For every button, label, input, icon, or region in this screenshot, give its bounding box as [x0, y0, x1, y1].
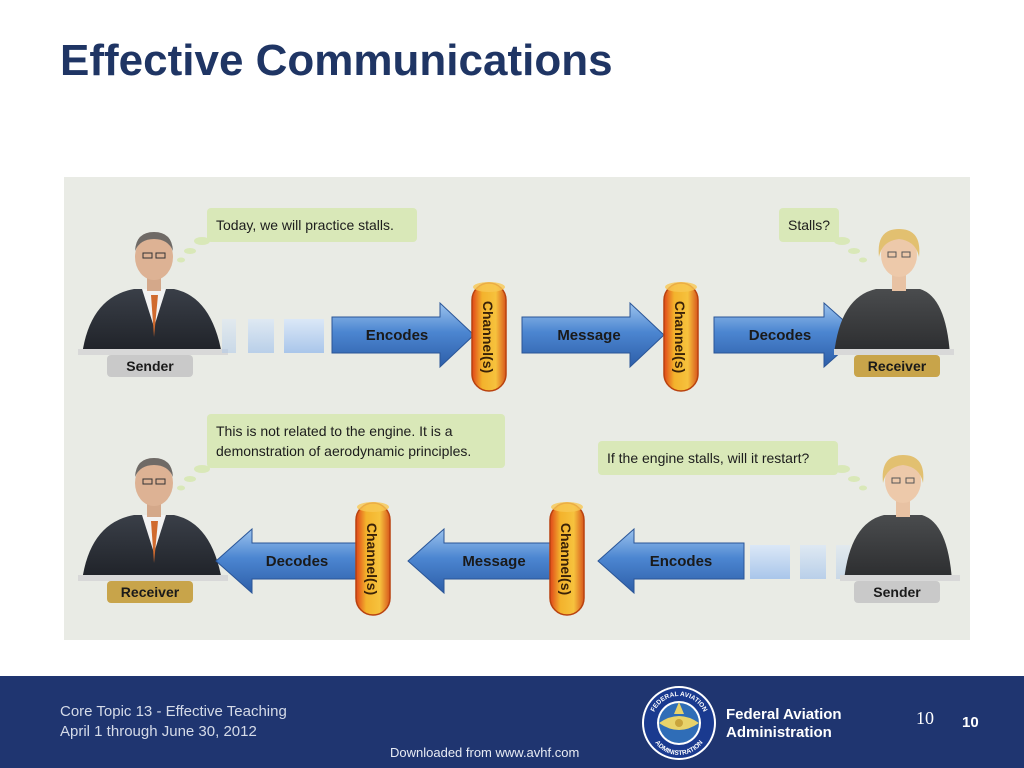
- slide-footer: Core Topic 13 - Effective Teaching April…: [0, 676, 1024, 768]
- receiver-man-bottom: [78, 458, 228, 581]
- arrow-message-bottom: [407, 527, 553, 595]
- slide-title: Effective Communications: [60, 36, 613, 85]
- thought-dots-top-right: [834, 237, 867, 263]
- communication-diagram: Sender Receiver Encodes Message Decodes …: [64, 177, 970, 640]
- faa-seal-icon: FEDERAL AVIATION ADMINISTRATION: [642, 686, 716, 760]
- channel-cylinder-bottom-2: [549, 502, 585, 616]
- arrow-decodes-bottom-label: Decodes: [266, 553, 329, 570]
- arrow-message-top: [521, 301, 665, 369]
- receiver-label-top-bg: [854, 355, 940, 377]
- channel-cylinder-top-1: [471, 282, 507, 392]
- thought-dots-top-left: [177, 237, 210, 263]
- fade-bars-bottom: [750, 545, 850, 579]
- page-number-serif: 10: [916, 708, 934, 728]
- sender-label-top-bg: [107, 355, 193, 377]
- channel-label-top-2: Channel(s): [672, 301, 688, 373]
- diagram-graphics: Sender Receiver Encodes Message Decodes …: [78, 229, 960, 616]
- arrow-message-top-label: Message: [557, 327, 620, 344]
- sender-label-bottom-bg: [854, 581, 940, 603]
- arrow-encodes-top: [331, 301, 475, 369]
- receiver-label-bottom: Receiver: [121, 584, 180, 600]
- thought-dots-bottom-left: [177, 465, 210, 491]
- channel-label-bottom-1: Channel(s): [364, 523, 380, 595]
- sender-speech-bubble-top: Today, we will practice stalls.: [207, 208, 417, 242]
- bubble-line-1: This is not related to the engine. It is…: [216, 423, 453, 439]
- arrow-message-bottom-label: Message: [462, 553, 525, 570]
- arrow-decodes-bottom: [215, 527, 357, 595]
- sender-label-bottom: Sender: [873, 584, 921, 600]
- sender-man-top: [78, 232, 228, 355]
- course-title: Core Topic 13 - Effective Teaching: [60, 703, 287, 720]
- channel-label-bottom-2: Channel(s): [558, 523, 574, 595]
- thought-dots-bottom-right: [834, 465, 867, 491]
- bubble-line-2: demonstration of aerodynamic principles.: [216, 443, 472, 459]
- agency-name: Federal Aviation Administration: [726, 706, 842, 742]
- receiver-speech-bubble-bottom: This is not related to the engine. It is…: [207, 414, 505, 468]
- fade-bars-top: [222, 319, 324, 353]
- receiver-label-bottom-bg: [107, 581, 193, 603]
- arrow-decodes-top-label: Decodes: [749, 327, 812, 344]
- arrow-encodes-top-label: Encodes: [366, 327, 429, 344]
- agency-line-2: Administration: [726, 724, 832, 741]
- receiver-label-top: Receiver: [868, 358, 927, 374]
- arrow-encodes-bottom: [597, 527, 745, 595]
- sender-woman-bottom: [840, 455, 960, 581]
- receiver-woman-top: [834, 229, 954, 355]
- arrow-encodes-bottom-label: Encodes: [650, 553, 713, 570]
- receiver-speech-bubble-top: Stalls?: [779, 208, 839, 242]
- channel-cylinder-bottom-1: [355, 502, 391, 616]
- download-note: Downloaded from www.avhf.com: [390, 745, 580, 760]
- page-number: 10: [962, 714, 979, 731]
- sender-speech-bubble-bottom: If the engine stalls, will it restart?: [598, 441, 838, 475]
- channel-cylinder-top-2: [663, 282, 699, 392]
- sender-label-top: Sender: [126, 358, 174, 374]
- channel-label-top-1: Channel(s): [480, 301, 496, 373]
- course-dates: April 1 through June 30, 2012: [60, 723, 257, 740]
- agency-line-1: Federal Aviation: [726, 706, 842, 723]
